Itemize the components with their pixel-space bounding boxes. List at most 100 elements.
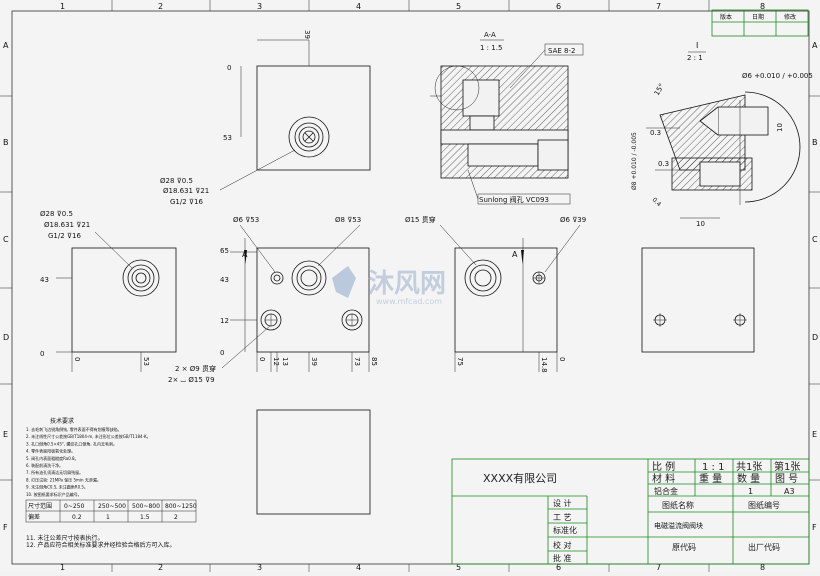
left-callout-3: G1/2 ⊽16 (48, 232, 81, 240)
zone-col-7: 7 (656, 2, 661, 11)
inner-border (11, 10, 810, 565)
detail-i: I 2 : 1 15° Ø6 +0.010 / +0.005 10 0.3 0.… (631, 41, 813, 228)
notes-last-1: 11. 未注公差尺寸按表执行。 (26, 534, 103, 542)
left-callout-2: Ø18.631 ⊽21 (44, 221, 90, 229)
left-callout-1: Ø28 ⊽0.5 (40, 210, 73, 218)
zone-row-labels: A B C D E F A B C D E F (3, 41, 818, 532)
size-value: A3 (784, 487, 795, 496)
zone-col-2-bottom: 2 (158, 563, 163, 572)
zone-col-7-bottom: 7 (656, 563, 661, 572)
tol-cell-3: 1.5 (140, 514, 150, 521)
front-bdim-13: 13 (281, 357, 289, 366)
front-dim-12: 12 (220, 317, 229, 325)
notes-title: 技术要求 (50, 417, 74, 425)
left-dim-0-bottom: 0 (73, 357, 81, 361)
detail-dim-b: 0.3 (658, 160, 669, 168)
zone-row-d-right: D (812, 333, 818, 342)
section-title: A-A (484, 31, 496, 39)
zone-col-4-bottom: 4 (356, 563, 361, 572)
tol-cell-1: 0.2 (72, 514, 82, 521)
zone-col-8-bottom: 8 (760, 563, 765, 572)
top-callout-2: Ø18.631 ⊽21 (163, 187, 209, 195)
zone-row-e: E (3, 430, 8, 439)
total-sheets: 共1张 (736, 461, 762, 473)
detail-dim-r: 0.4 (651, 196, 663, 208)
back-view (641, 247, 755, 353)
front-dim-65: 65 (220, 247, 229, 255)
top-dim-39: 39 (303, 30, 311, 39)
right-callout-2: Ø6 ⊽39 (560, 216, 586, 224)
role-design: 设 计 (553, 498, 572, 508)
front-callout-1: Ø6 ⊽53 (233, 216, 259, 224)
note-line: 7. 所有油孔须清洁无切屑残留。 (26, 469, 83, 475)
front-holes-note-1: 2 × Ø9 贯穿 (175, 364, 216, 373)
section-note: Sunlong 阀孔 VC093 (479, 195, 549, 204)
zone-col-3: 3 (257, 2, 262, 11)
zone-row-c-right: C (812, 235, 818, 244)
front-section-mark: A (242, 250, 248, 259)
role-process: 工 艺 (553, 513, 572, 522)
front-bdim-0: 0 (258, 357, 266, 361)
zone-col-3-bottom: 3 (257, 563, 262, 572)
tol-cell-4: 2 (174, 514, 178, 521)
top-view: 0 39 53 Ø28 ⊽0.5 Ø18.631 ⊽21 G1/2 ⊽16 (160, 30, 371, 206)
watermark: 沐风网 www.mfcad.com (332, 266, 446, 306)
note-line: 2. 未注线性尺寸公差按GB/T1804-m, 未注形位公差按GB/T1184-… (26, 433, 151, 439)
right-bdim-75: 75 (456, 357, 464, 366)
note-line: 1. 去毛刺飞边锐角倒钝, 零件表面不得有划痕等缺陷。 (26, 426, 122, 432)
left-dim-53: 53 (142, 357, 150, 366)
front-callout-2: Ø8 ⊽53 (335, 216, 361, 224)
factory-code-label: 出厂代码 (748, 542, 780, 552)
watermark-url: www.mfcad.com (376, 297, 442, 306)
ratio-value: 1 : 1 (702, 462, 724, 473)
role-standard: 标准化 (553, 525, 577, 535)
role-check: 校 对 (553, 540, 572, 550)
quantity-label: 数 量 (737, 472, 760, 485)
zone-col-2: 2 (158, 2, 163, 11)
watermark-logo-icon (332, 266, 356, 298)
tol-cell-0: 偏差 (28, 513, 40, 521)
drawing-name: 电磁溢流阀阀块 (654, 521, 703, 530)
note-line: 10. 按图纸要求标识产品编号。 (26, 491, 82, 497)
zone-row-f: F (3, 523, 8, 532)
technical-notes: 技术要求 1. 去毛刺飞边锐角倒钝, 零件表面不得有划痕等缺陷。2. 未注线性尺… (25, 417, 197, 549)
drawing-name-label: 图纸名称 (662, 500, 694, 510)
right-section-mark: A (512, 250, 518, 259)
tol-header-1: 0~250 (64, 503, 84, 510)
notes-last-2: 12. 产品应符合相关标准要求并经检验合格后方可入库。 (26, 541, 175, 549)
front-view: A Ø6 ⊽53 Ø8 ⊽53 65 43 12 0 0 12 13 39 73… (168, 216, 378, 384)
top-callout-3: G1/2 ⊽16 (170, 198, 203, 206)
section-scale: 1 : 1.5 (480, 44, 502, 52)
left-dim-0: 0 (40, 350, 44, 358)
revision-header-version: 版本 (720, 13, 732, 21)
title-block: XXXX有限公司 比 例 1 : 1 共1张 第1张 材 料 重 量 数 量 图… (451, 458, 810, 565)
front-dim-0: 0 (220, 349, 224, 357)
left-view: Ø28 ⊽0.5 Ø18.631 ⊽21 G1/2 ⊽16 43 0 0 53 (40, 210, 177, 372)
top-dim-53: 53 (223, 134, 232, 142)
detail-dim-top: Ø6 +0.010 / +0.005 (742, 72, 813, 80)
revision-block: 版本 日期 修改 (711, 9, 809, 37)
front-holes-note-2: 2× ⌴ Ø15 ⊽9 (168, 376, 215, 384)
detail-dim-bottom: 10 (696, 220, 705, 228)
zone-row-a: A (3, 41, 9, 50)
tol-header-2: 250~500 (98, 503, 126, 510)
zone-row-f-right: F (812, 523, 817, 532)
zone-col-4: 4 (356, 2, 361, 11)
revision-header-change: 修改 (784, 13, 796, 21)
note-line: 6. 装配前清洗干净。 (26, 462, 63, 468)
zone-row-a-right: A (812, 41, 818, 50)
zone-col-1-bottom: 1 (60, 563, 65, 572)
front-bdim-39: 39 (310, 357, 318, 366)
watermark-brand: 沐风网 (368, 269, 446, 299)
ratio-label: 比 例 (652, 460, 675, 473)
front-dim-43: 43 (220, 276, 229, 284)
zone-col-1: 1 (60, 2, 65, 11)
note-line: 4. 零件表面阳极氧化处理。 (26, 448, 75, 454)
note-line: 8. 打压试验: 21MPa 保压 5min 无渗漏。 (26, 476, 101, 482)
detail-dim-left: 0.3 (650, 129, 661, 137)
tol-header-4: 800~1250 (165, 503, 197, 510)
front-bdim-12: 12 (272, 357, 280, 366)
